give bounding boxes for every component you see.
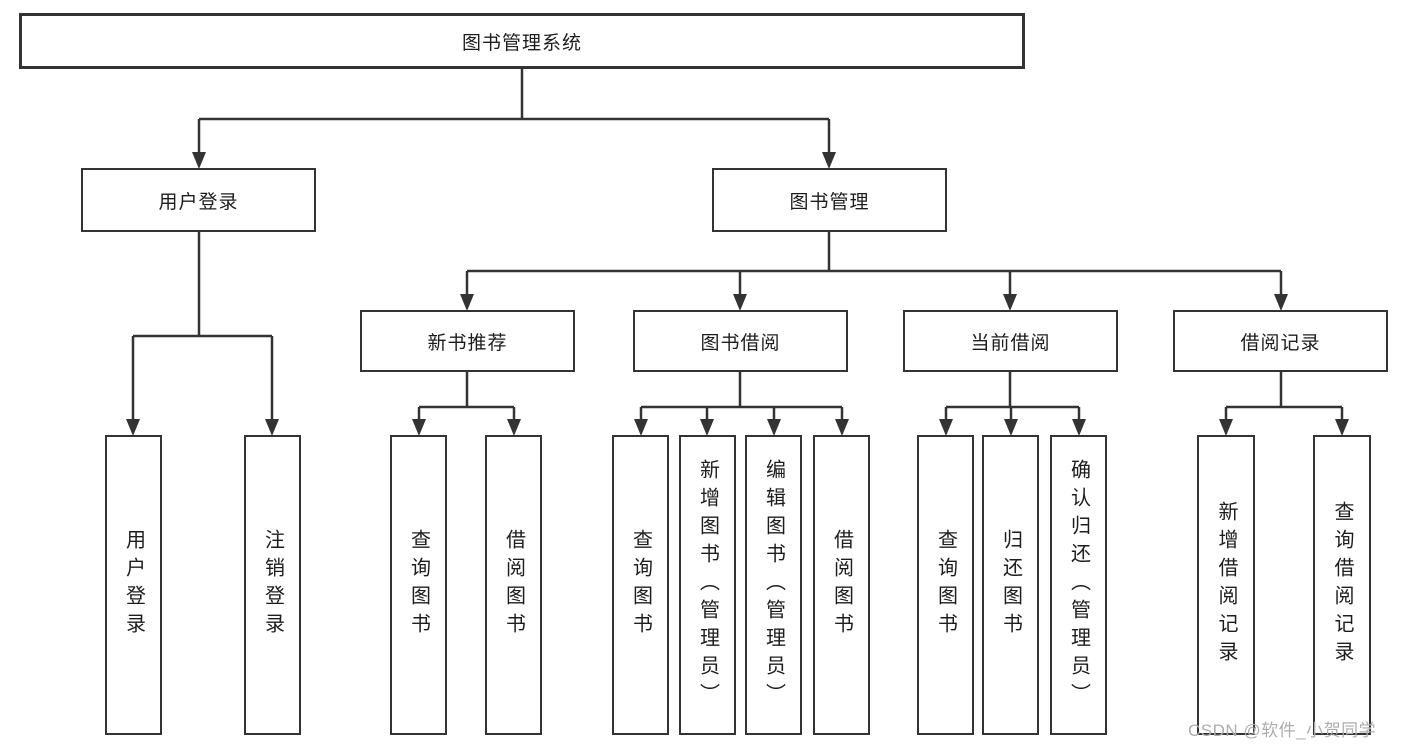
- node-label: 查询借阅记录: [1331, 501, 1353, 669]
- node-label: 借阅图书: [830, 529, 853, 641]
- leaf-query-books-borrowing: 查询图书: [612, 435, 669, 735]
- leaf-edit-books-admin: 编辑图书（管理员）: [745, 435, 802, 735]
- node-label: 新增图书（管理员）: [696, 459, 719, 711]
- node-label: 查询图书: [407, 529, 430, 641]
- leaf-query-books-recommendation: 查询图书: [390, 435, 447, 735]
- node-label: 借阅图书: [502, 529, 525, 641]
- node-label: 图书管理系统: [461, 32, 582, 54]
- leaf-query-books-current: 查询图书: [917, 435, 974, 735]
- node-label: 编辑图书（管理员）: [762, 459, 785, 711]
- leaf-confirm-return-admin: 确认归还（管理员）: [1050, 435, 1107, 735]
- arrowheads: [126, 152, 1349, 436]
- node-label: 借阅记录: [1240, 332, 1321, 354]
- csdn-watermark: CSDN @软件_小贺同学: [1188, 721, 1377, 740]
- node-current-borrowing: 当前借阅: [903, 310, 1118, 372]
- node-label: 归还图书: [999, 529, 1022, 641]
- leaf-logout: 注销登录: [244, 435, 301, 735]
- node-label: 图书管理: [789, 191, 870, 213]
- leaf-add-books-admin: 新增图书（管理员）: [679, 435, 736, 735]
- node-book-management: 图书管理: [712, 168, 947, 232]
- node-label: 新书推荐: [427, 332, 508, 354]
- node-label: 确认归还（管理员）: [1067, 459, 1090, 711]
- leaf-query-borrow-record: 查询借阅记录: [1313, 435, 1371, 735]
- node-label: 用户登录: [158, 191, 239, 213]
- node-label: 图书借阅: [700, 332, 781, 354]
- node-label: 新增借阅记录: [1215, 501, 1237, 669]
- leaf-return-books: 归还图书: [982, 435, 1039, 735]
- leaf-add-borrow-record: 新增借阅记录: [1197, 435, 1255, 735]
- node-library-management-system: 图书管理系统: [19, 13, 1025, 69]
- node-label: 注销登录: [261, 529, 284, 641]
- node-label: 查询图书: [934, 529, 957, 641]
- leaf-borrow-books-recommendation: 借阅图书: [485, 435, 542, 735]
- node-borrowing-records: 借阅记录: [1173, 310, 1388, 372]
- node-book-borrowing: 图书借阅: [633, 310, 848, 372]
- leaf-user-login: 用户登录: [105, 435, 162, 735]
- node-new-book-recommendation: 新书推荐: [360, 310, 575, 372]
- node-user-login: 用户登录: [81, 168, 316, 232]
- node-label: 当前借阅: [970, 332, 1051, 354]
- node-label: 用户登录: [122, 529, 145, 641]
- leaf-borrow-books: 借阅图书: [813, 435, 870, 735]
- node-label: 查询图书: [629, 529, 652, 641]
